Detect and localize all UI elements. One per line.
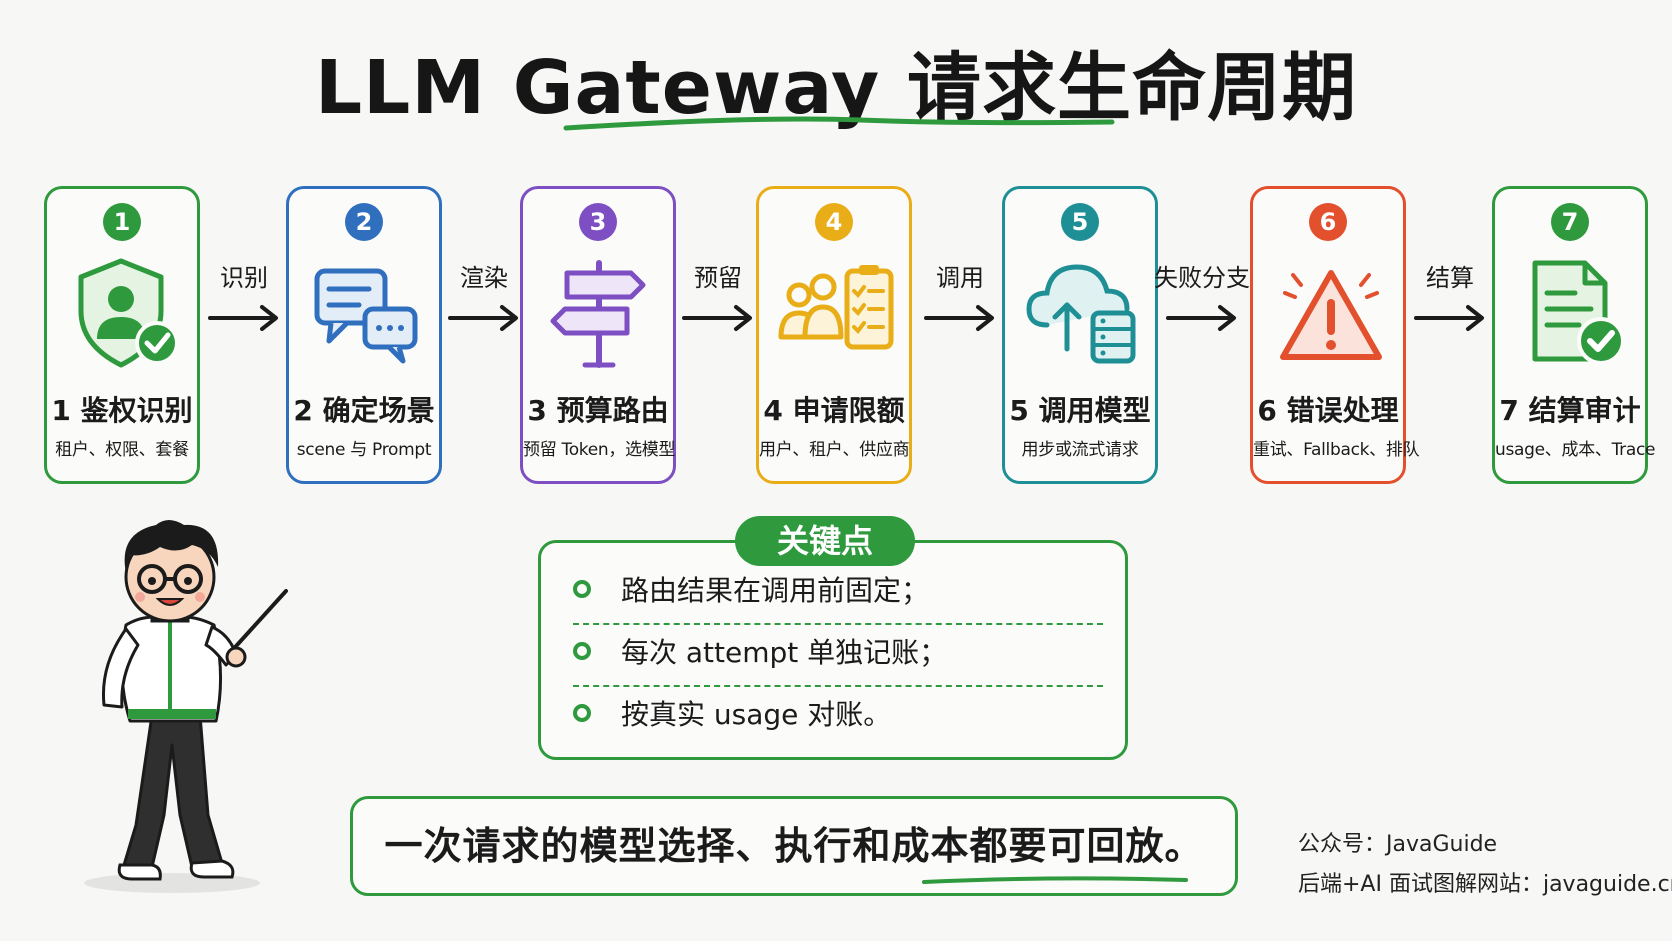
arrow-right-icon: [924, 305, 994, 331]
shield-user-check-icon: [78, 258, 179, 368]
step-7-title: 7 结算审计: [1499, 394, 1641, 427]
users-checklist-icon: [778, 265, 894, 350]
step-1-title: 1 鉴权识别: [51, 394, 193, 427]
key-points-heading: 关键点: [735, 516, 915, 566]
arrow-4-label: 调用: [936, 264, 984, 292]
dashed-divider: [573, 685, 1103, 687]
step-6-subtitle: 重试、Fallback、排队: [1253, 440, 1420, 460]
step-3-title: 3 预算路由: [527, 394, 669, 427]
key-point-item: 每次 attempt 单独记账；: [573, 623, 1103, 679]
bullet-circle-icon: [573, 704, 591, 722]
document-check-icon: [1532, 260, 1625, 365]
cloud-upload-server-icon: [1026, 264, 1136, 364]
warning-triangle-icon: [1280, 270, 1382, 360]
chat-bubbles-icon: [314, 268, 418, 364]
key-point-text: 按真实 usage 对账。: [621, 698, 892, 731]
bullet-circle-icon: [573, 642, 591, 660]
step-5-subtitle: 用步或流式请求: [1021, 440, 1139, 460]
arrow-5: 失败分支: [1154, 258, 1250, 333]
arrow-3-label: 预留: [694, 264, 742, 292]
step-4-title: 4 申请限额: [763, 394, 905, 427]
step-7-badge: 7: [1551, 203, 1589, 241]
step-4-card: 4 4 申请限额 用户、租户、供应商: [756, 186, 912, 484]
step-6-badge: 6: [1309, 203, 1347, 241]
arrow-6-label: 结算: [1426, 264, 1474, 292]
credit-account: 公众号：JavaGuide: [1298, 832, 1498, 857]
summary-underline: [922, 876, 1188, 884]
arrow-1: 识别: [206, 258, 282, 333]
step-2-subtitle: scene 与 Prompt: [296, 440, 432, 460]
arrow-right-icon: [1166, 305, 1236, 331]
arrow-6: 结算: [1412, 258, 1488, 333]
step-7-subtitle: usage、成本、Trace: [1495, 440, 1656, 460]
step-6-title: 6 错误处理: [1257, 394, 1399, 427]
arrow-2-label: 渲染: [460, 264, 508, 292]
arrow-2: 渲染: [446, 258, 522, 333]
arrow-5-label: 失败分支: [1154, 264, 1250, 292]
arrow-4: 调用: [922, 258, 998, 333]
key-point-text: 每次 attempt 单独记账；: [621, 636, 948, 669]
teacher-character-illustration: [84, 520, 288, 893]
step-7-card: 7 7 结算审计 usage、成本、Trace: [1492, 186, 1656, 484]
arrow-1-label: 识别: [220, 264, 268, 292]
key-points-panel: 路由结果在调用前固定； 每次 attempt 单独记账； 按真实 usage 对…: [538, 540, 1128, 760]
page-title: LLM Gateway 请求生命周期: [315, 45, 1357, 131]
arrow-right-icon: [208, 305, 278, 331]
arrow-right-icon: [1414, 305, 1484, 331]
step-3-subtitle: 预留 Token，选模型: [523, 440, 676, 460]
step-3-card: 3 3 预算路由 预留 Token，选模型: [520, 186, 676, 484]
step-5-badge: 5: [1061, 203, 1099, 241]
signpost-icon: [550, 260, 646, 368]
key-point-item: 路由结果在调用前固定；: [573, 561, 1103, 617]
dashed-divider: [573, 623, 1103, 625]
step-1-subtitle: 租户、权限、套餐: [55, 440, 189, 460]
credit-website: 后端+AI 面试图解网站：javaguide.cn: [1298, 872, 1672, 897]
step-2-title: 2 确定场景: [293, 394, 435, 427]
step-1-card: 1 1 鉴权识别 租户、权限、套餐: [44, 186, 200, 484]
step-6-card: 6 6 错误处理 重试、Fallback、排队: [1250, 186, 1420, 484]
step-5-card: 5 5 调用模型 用步或流式请求: [1002, 186, 1158, 484]
step-1-badge: 1: [103, 203, 141, 241]
arrow-3: 预留: [680, 258, 756, 333]
step-3-badge: 3: [579, 203, 617, 241]
title-underline: [563, 116, 1115, 131]
bullet-circle-icon: [573, 580, 591, 598]
arrow-right-icon: [682, 305, 752, 331]
step-2-badge: 2: [345, 203, 383, 241]
step-5-title: 5 调用模型: [1009, 394, 1151, 427]
step-2-card: 2 2 确定场景 scene 与 Prompt: [286, 186, 442, 484]
step-4-badge: 4: [815, 203, 853, 241]
key-point-text: 路由结果在调用前固定；: [621, 574, 930, 607]
key-point-item: 按真实 usage 对账。: [573, 685, 1103, 741]
arrow-right-icon: [448, 305, 518, 331]
step-4-subtitle: 用户、租户、供应商: [759, 440, 910, 460]
